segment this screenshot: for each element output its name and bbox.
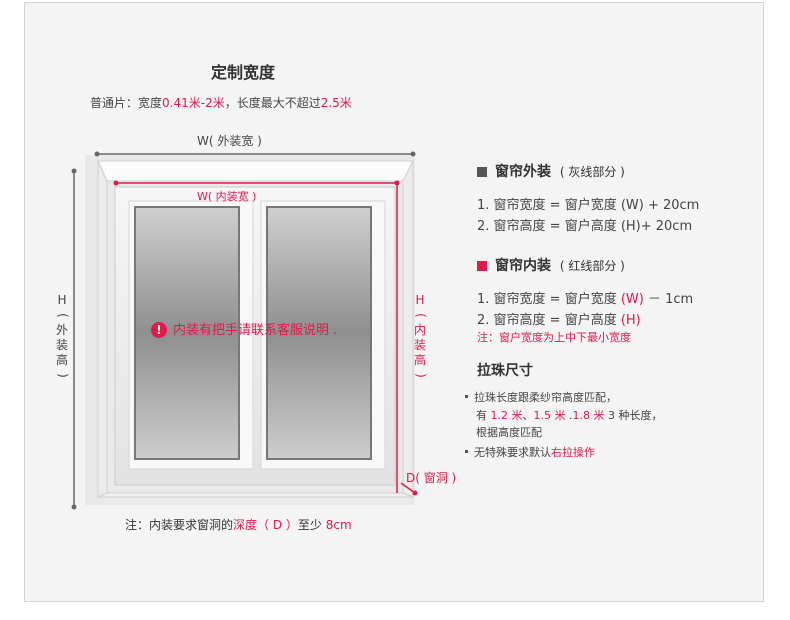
outer-frame-right: [402, 160, 414, 498]
outer-install-title-text: 窗帘外装: [495, 164, 551, 180]
bead-sep-1: 、: [522, 409, 534, 422]
outer-height-char: 装: [56, 338, 69, 352]
bead-line-2: 有 1.2 米、1.5 米 .1.8 米 3 种长度，: [476, 407, 663, 423]
bead-title: 拉珠尺寸: [477, 363, 533, 379]
width-range: 0.41米-2米: [162, 96, 225, 110]
outer-frame-bottom: [97, 492, 414, 498]
outer-frame: [97, 160, 414, 182]
bead-option-2: 1.5 米: [533, 409, 566, 422]
inner-height-char: (: [413, 313, 428, 318]
depth-label: D( 窗洞 ): [406, 471, 457, 485]
page-title: 定制宽度: [211, 63, 276, 82]
inner-height-char: 高: [414, 353, 427, 367]
inner-line1-var: (W): [620, 292, 644, 307]
outer-width-label: W( 外装宽 ): [197, 134, 262, 148]
depth-line: [400, 482, 416, 494]
inner-height-char: 装: [414, 338, 427, 352]
inner-height-char: ): [413, 373, 428, 378]
bead-line-1: 拉珠长度跟柔纱帘高度匹配，: [465, 389, 617, 405]
inner-width-label: W( 内装宽 ): [197, 190, 257, 203]
depth-note: 注：内装要求窗洞的深度（ D ）至少 8cm: [125, 516, 352, 533]
bead-line2-prefix: 有: [476, 409, 491, 422]
inner-install-line-2: 2. 窗帘高度 = 窗户高度 (H): [477, 309, 641, 328]
outer-height-label: H ( 外 装 高 ): [55, 293, 70, 383]
inner-height-char: H: [415, 293, 425, 307]
bead-line-4: 无特殊要求默认右拉操作: [465, 444, 595, 460]
subtitle-mid: ，长度最大不超过: [224, 96, 321, 110]
bead-sep-2: .: [565, 409, 573, 422]
depth-note-depth: 深度（ D ）: [233, 518, 298, 532]
window-diagram: [71, 151, 418, 510]
outer-height-char: H: [57, 293, 67, 307]
outer-install-sub: ( 灰线部分 ): [559, 165, 625, 179]
page-subtitle: 普通片：宽度0.41米-2米，长度最大不超过2.5米: [90, 94, 352, 111]
bullet-icon: [465, 395, 468, 398]
bead-line-3: 根据高度匹配: [476, 426, 542, 439]
inner-install-note: 注：窗户宽度为上中下最小宽度: [477, 331, 631, 344]
bead-line4-red: 右拉操作: [551, 446, 595, 459]
handle-warning-text: 内装有把手请联系客服说明 .: [173, 323, 338, 338]
glass-pane-right: [266, 206, 372, 460]
handle-warning: ! 内装有把手请联系客服说明 .: [151, 319, 337, 338]
depth-note-prefix: 注：内装要求窗洞的: [125, 518, 234, 532]
bullet-icon: [465, 450, 468, 453]
bead-line4-prefix: 无特殊要求默认: [474, 446, 551, 459]
red-square-icon: [477, 261, 487, 271]
outer-install-line-1: 1. 窗帘宽度 = 窗户宽度 (W) + 20cm: [477, 198, 700, 213]
inner-install-title: 窗帘内装 ( 红线部分 ): [477, 255, 625, 275]
outer-height-char: (: [55, 313, 70, 318]
depth-note-value: 8cm: [321, 518, 352, 532]
exclamation-circle-icon: !: [151, 322, 167, 338]
depth-note-mid: 至少: [297, 518, 322, 532]
inner-height-label: H ( 内 装 高 ): [413, 293, 428, 383]
inner-install-title-text: 窗帘内装: [495, 258, 551, 274]
subtitle-prefix: 普通片：宽度: [90, 96, 163, 110]
outer-height-char: 高: [56, 353, 69, 367]
max-length: 2.5米: [320, 96, 352, 110]
spec-panel: 定制宽度 普通片：宽度0.41米-2米，长度最大不超过2.5米 W( 外装宽 )…: [24, 2, 764, 602]
inner-install-sub: ( 红线部分 ): [559, 259, 625, 273]
inner-line2-prefix: 2. 窗帘高度 = 窗户高度: [477, 313, 621, 328]
outer-frame-left: [97, 160, 108, 498]
bead-option-3: 1.8 米: [572, 409, 605, 422]
inner-line2-var: (H): [620, 313, 641, 328]
bead-line2-suffix: 3 种长度，: [604, 409, 663, 422]
outer-install-line-2: 2. 窗帘高度 = 窗户高度 (H)+ 20cm: [477, 219, 693, 234]
inner-install-line-1: 1. 窗帘宽度 = 窗户宽度 (W) － 1cm: [477, 288, 693, 307]
bead-line-1-text: 拉珠长度跟柔纱帘高度匹配，: [474, 391, 617, 404]
inner-line1-suffix: － 1cm: [643, 292, 694, 307]
bead-option-1: 1.2 米: [490, 409, 523, 422]
outer-install-title: 窗帘外装 ( 灰线部分 ): [477, 161, 625, 181]
gray-square-icon: [477, 167, 487, 177]
outer-height-char: ): [55, 373, 70, 378]
outer-height-char: 外: [56, 323, 69, 337]
inner-height-char: 内: [414, 323, 427, 337]
inner-line1-prefix: 1. 窗帘宽度 = 窗户宽度: [477, 292, 621, 307]
